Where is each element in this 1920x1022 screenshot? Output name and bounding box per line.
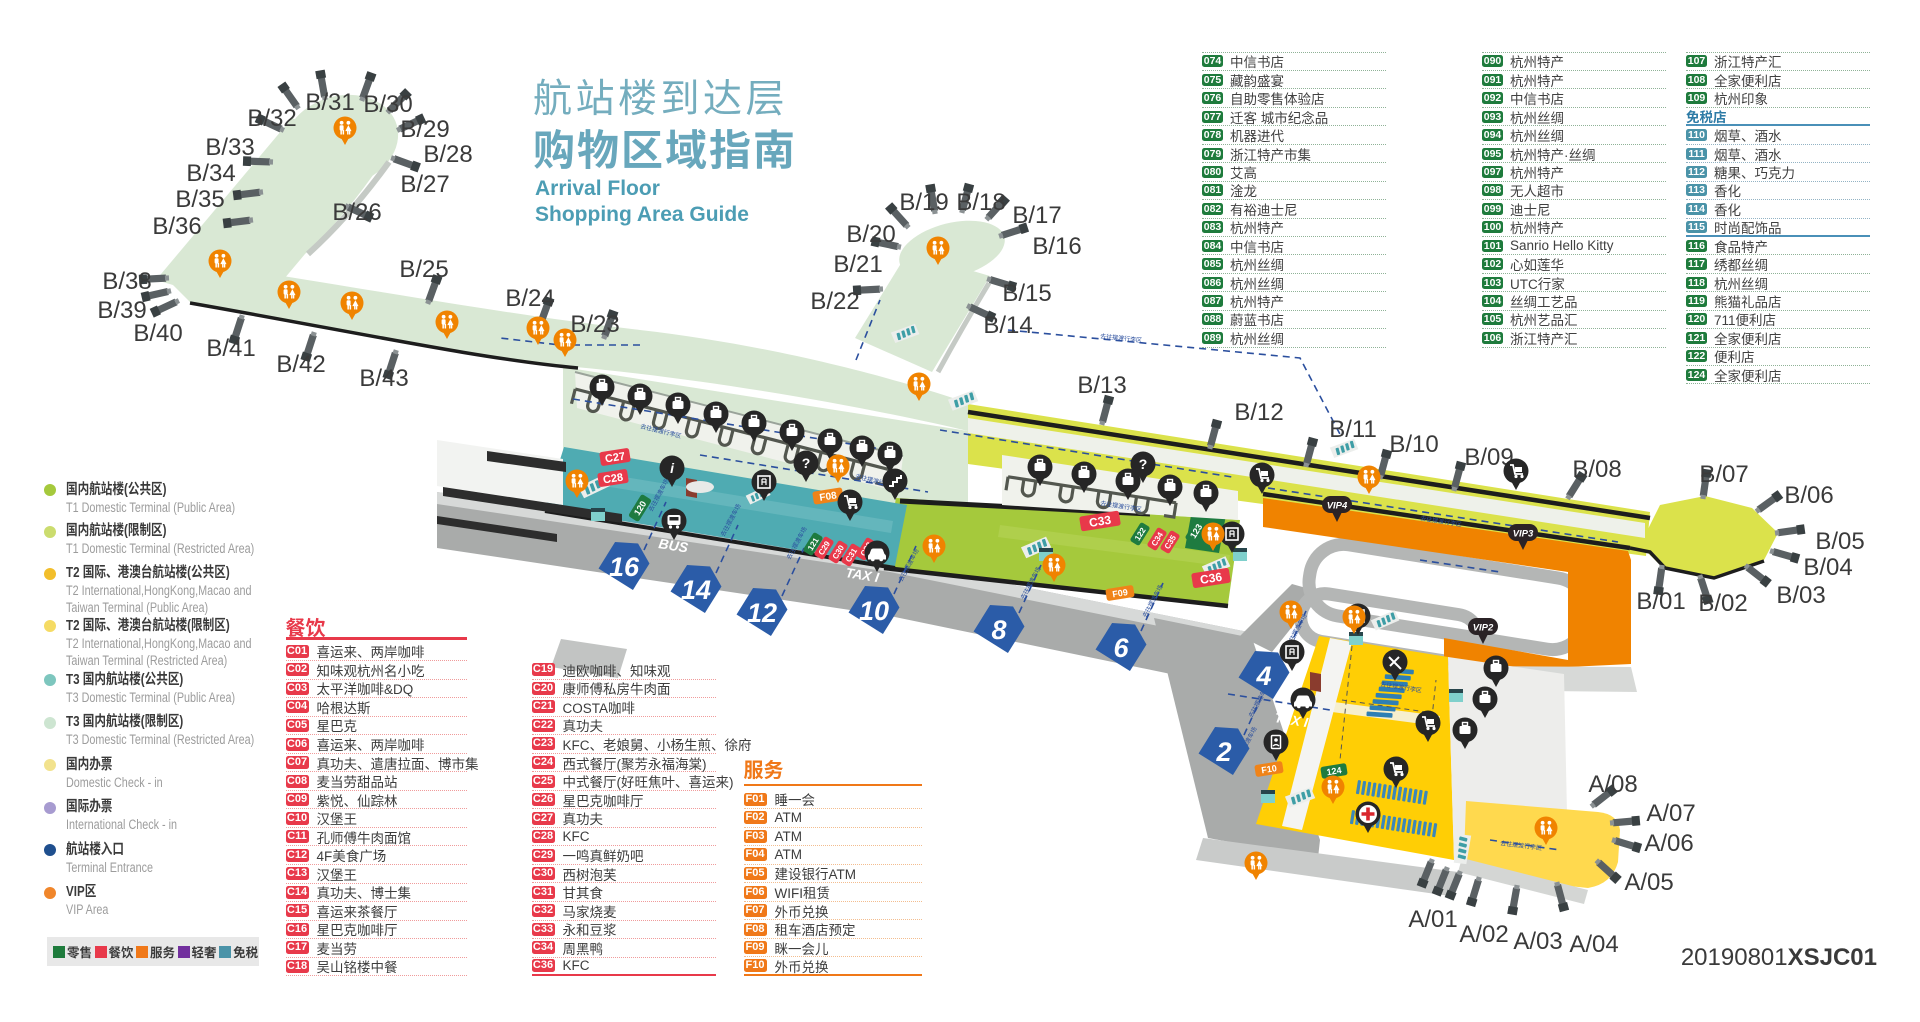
svg-text:B/42: B/42: [276, 351, 325, 378]
svg-text:B/16: B/16: [1032, 233, 1081, 260]
svg-text:VIP2: VIP2: [1473, 623, 1494, 634]
svg-text:B/08: B/08: [1572, 456, 1621, 483]
svg-text:B/17: B/17: [1012, 202, 1061, 229]
svg-text:B/29: B/29: [400, 116, 449, 143]
svg-text:B/15: B/15: [1002, 280, 1051, 307]
svg-text:A/06: A/06: [1644, 830, 1693, 857]
svg-text:?: ?: [802, 455, 811, 471]
svg-text:B/03: B/03: [1776, 582, 1825, 609]
svg-text:B/33: B/33: [205, 134, 254, 161]
svg-text:A/01: A/01: [1408, 906, 1457, 933]
svg-text:?: ?: [1139, 456, 1148, 472]
svg-text:B/31: B/31: [305, 89, 354, 116]
svg-text:10: 10: [859, 596, 889, 626]
svg-text:去往摆渡行李区: 去往摆渡行李区: [1100, 332, 1143, 344]
svg-text:B/35: B/35: [175, 186, 224, 213]
svg-text:B/18: B/18: [956, 189, 1005, 216]
svg-text:B/38: B/38: [102, 268, 151, 295]
svg-text:A/02: A/02: [1459, 921, 1508, 948]
svg-text:F09: F09: [1112, 587, 1129, 599]
svg-text:B/24: B/24: [505, 285, 554, 312]
svg-text:124: 124: [1326, 765, 1342, 777]
svg-text:B/11: B/11: [1329, 416, 1377, 443]
svg-text:B/22: B/22: [810, 288, 859, 315]
svg-text:B/30: B/30: [363, 91, 412, 118]
svg-text:B/01: B/01: [1636, 588, 1685, 615]
svg-text:A/04: A/04: [1569, 931, 1618, 958]
svg-text:B/34: B/34: [186, 160, 235, 187]
svg-text:TAX I: TAX I: [1274, 710, 1310, 730]
svg-text:B/04: B/04: [1803, 554, 1852, 581]
svg-text:14: 14: [681, 575, 711, 605]
svg-text:B/27: B/27: [400, 171, 449, 198]
svg-text:4: 4: [1255, 661, 1271, 691]
svg-text:12: 12: [747, 598, 777, 628]
svg-text:F08: F08: [819, 490, 838, 504]
svg-text:A/03: A/03: [1513, 928, 1562, 955]
svg-text:B/26: B/26: [332, 199, 381, 226]
svg-text:B/07: B/07: [1699, 461, 1748, 488]
svg-text:8: 8: [991, 615, 1006, 645]
svg-text:2: 2: [1215, 737, 1231, 767]
svg-text:B/05: B/05: [1815, 528, 1864, 555]
svg-text:B/10: B/10: [1389, 431, 1438, 458]
svg-text:C28: C28: [602, 471, 624, 486]
svg-text:i: i: [670, 460, 675, 476]
svg-text:BUS: BUS: [658, 535, 690, 556]
svg-text:B/39: B/39: [97, 297, 146, 324]
svg-text:TAX I: TAX I: [845, 565, 881, 585]
svg-text:VIP4: VIP4: [1327, 501, 1348, 512]
svg-text:C36: C36: [1199, 570, 1223, 587]
svg-text:A/07: A/07: [1646, 800, 1695, 827]
svg-text:B/41: B/41: [206, 335, 255, 362]
svg-text:16: 16: [609, 552, 640, 582]
svg-text:B/25: B/25: [399, 256, 448, 283]
svg-text:C27: C27: [604, 450, 626, 465]
svg-text:6: 6: [1113, 633, 1129, 663]
svg-text:B/06: B/06: [1784, 482, 1833, 509]
svg-text:F10: F10: [1261, 763, 1278, 775]
svg-text:B/23: B/23: [570, 311, 619, 338]
svg-text:B/19: B/19: [899, 189, 948, 216]
svg-text:B/14: B/14: [983, 312, 1032, 339]
svg-text:B/32: B/32: [247, 105, 296, 132]
svg-text:B/43: B/43: [359, 365, 408, 392]
svg-text:B/40: B/40: [133, 320, 182, 347]
svg-text:B/20: B/20: [846, 221, 895, 248]
svg-text:B/13: B/13: [1077, 372, 1126, 399]
svg-text:B/02: B/02: [1698, 590, 1747, 617]
svg-text:B/36: B/36: [152, 213, 201, 240]
svg-text:A/08: A/08: [1588, 771, 1637, 798]
svg-text:C33: C33: [1088, 513, 1112, 530]
svg-text:VIP3: VIP3: [1513, 529, 1534, 540]
svg-text:B/21: B/21: [833, 251, 882, 278]
svg-text:A/05: A/05: [1624, 869, 1673, 896]
svg-text:B/28: B/28: [423, 141, 472, 168]
svg-text:B/12: B/12: [1234, 399, 1283, 426]
